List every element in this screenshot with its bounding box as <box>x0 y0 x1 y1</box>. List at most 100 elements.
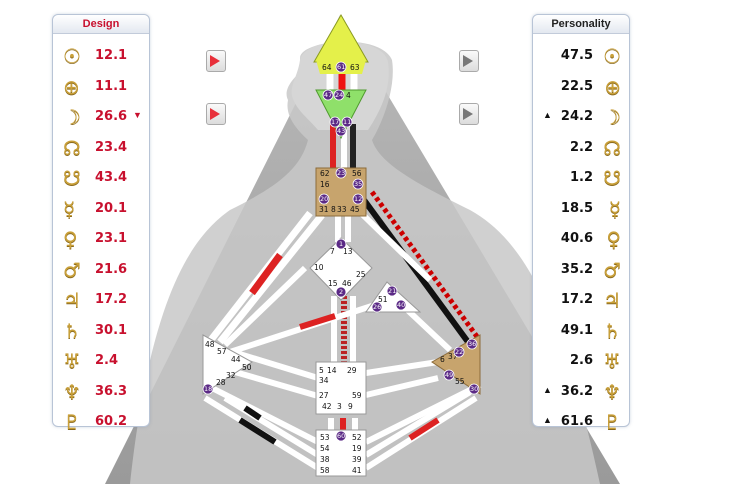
sun-icon: ☉ <box>63 44 81 68</box>
planet-row[interactable]: ♂35.2 <box>533 256 629 284</box>
triangle-up-icon: ▲ <box>543 384 552 395</box>
svg-text:38: 38 <box>320 455 330 464</box>
south-node-icon: ☋ <box>63 166 81 190</box>
planet-value: 22.5 <box>560 78 593 94</box>
north-node-icon: ☊ <box>603 135 621 160</box>
uranus-icon: ♅ <box>603 349 621 373</box>
design-panel: Design ☉ 12.1 ⊕11.1☽26.6▼ ☊23.4 ☋ 43.4 ☿20.1 ♀ 2… <box>52 14 150 434</box>
planet-row[interactable]: ☿20.1 <box>53 195 149 223</box>
sacral-center[interactable] <box>315 361 367 415</box>
svg-text:57: 57 <box>217 347 227 356</box>
svg-text:18: 18 <box>204 385 212 393</box>
planet-row[interactable]: ⊕ 22.5 <box>533 73 629 101</box>
saturn-icon: ♄ <box>603 318 621 343</box>
planet-row[interactable]: ♀40.6 <box>533 225 629 253</box>
planet-row[interactable]: ☋1.2 <box>533 164 629 192</box>
personality-panel: Personality ☉47.5 ⊕ 22.5 ☽24.2▲ ☊2.2☋1.2 ☿ 18.… <box>532 14 630 434</box>
planet-row[interactable]: ♃ 17.2 <box>53 286 149 314</box>
planet-row[interactable]: ♃ 17.2 <box>533 286 629 314</box>
svg-text:55: 55 <box>455 377 465 386</box>
planet-row[interactable]: ☉ 12.1 <box>53 42 149 70</box>
north-node-icon: ☊ <box>63 135 81 160</box>
personality-arrow-button-1[interactable] <box>459 50 479 72</box>
svg-text:52: 52 <box>352 433 362 442</box>
planet-row[interactable]: ♆36.3 <box>53 378 149 406</box>
planet-row[interactable]: ♅2.4 <box>53 347 149 375</box>
jupiter-icon: ♃ <box>603 288 621 312</box>
mars-icon: ♂ <box>603 257 621 282</box>
svg-text:8: 8 <box>331 205 336 214</box>
spleen-center[interactable] <box>202 334 253 395</box>
svg-text:19: 19 <box>352 444 362 453</box>
jupiter-icon: ♃ <box>63 288 81 312</box>
planet-row[interactable]: ♄30.1 <box>53 317 149 345</box>
svg-text:61: 61 <box>337 63 345 71</box>
planet-value: 23.1 <box>95 231 128 246</box>
svg-text:53: 53 <box>320 433 330 442</box>
planet-row[interactable]: ☊2.2 <box>533 134 629 162</box>
planet-value: 60.2 <box>95 414 128 429</box>
svg-text:42: 42 <box>322 402 332 411</box>
svg-text:43: 43 <box>337 127 345 135</box>
svg-text:44: 44 <box>231 355 241 364</box>
planet-value: 49.1 <box>560 322 593 338</box>
personality-title: Personality <box>533 15 629 34</box>
planet-row[interactable]: ♂21.6 <box>53 256 149 284</box>
planet-row[interactable]: ♇60.2 <box>53 408 149 436</box>
svg-text:58: 58 <box>320 466 330 475</box>
planet-row[interactable]: ☽26.6▼ <box>53 103 149 131</box>
active-gates: 61 47 24 17 11 43 23 35 20 12 1 2 21 26 … <box>202 61 480 442</box>
planet-value: 17.2 <box>95 292 128 307</box>
channels <box>203 70 482 471</box>
svg-text:39: 39 <box>352 455 362 464</box>
svg-text:35: 35 <box>354 180 362 188</box>
planet-value: 12.1 <box>95 48 128 63</box>
planet-row[interactable]: ⊕11.1 <box>53 73 149 101</box>
svg-text:60: 60 <box>337 432 345 440</box>
uranus-icon: ♅ <box>63 349 81 373</box>
svg-text:29: 29 <box>347 366 357 375</box>
planet-row[interactable]: ☿ 18.5 <box>533 195 629 223</box>
triangle-down-icon: ▼ <box>133 110 142 120</box>
planet-row[interactable]: ♇61.6▲ <box>533 408 629 436</box>
planet-value: 21.6 <box>95 261 128 277</box>
mercury-icon: ☿ <box>608 196 621 221</box>
planet-row[interactable]: ♄ 49.1 <box>533 317 629 345</box>
planet-value: 43.4 <box>95 170 128 185</box>
svg-text:23: 23 <box>337 169 345 177</box>
planet-value: 61.6 <box>560 414 593 429</box>
personality-arrow-button-2[interactable] <box>459 103 479 125</box>
arrow-right-icon <box>210 55 220 67</box>
planet-value: 36.2 <box>560 383 593 399</box>
venus-icon: ♀ <box>606 227 621 251</box>
svg-text:3: 3 <box>337 402 342 411</box>
svg-text:26: 26 <box>373 303 381 311</box>
planet-row[interactable]: ♀ 23.1 <box>53 225 149 253</box>
planet-value: 36.3 <box>95 383 128 399</box>
planet-row[interactable]: ♅ 2.6 <box>533 347 629 375</box>
planet-row[interactable]: ☽24.2▲ <box>533 103 629 131</box>
moon-icon: ☽ <box>63 105 81 129</box>
design-arrow-button-1[interactable] <box>206 50 226 72</box>
pluto-icon: ♇ <box>603 410 621 434</box>
svg-text:9: 9 <box>348 402 353 411</box>
planet-row[interactable]: ☉47.5 <box>533 42 629 70</box>
svg-text:37: 37 <box>448 352 458 361</box>
planet-row[interactable]: ☊23.4 <box>53 134 149 162</box>
earth-icon: ⊕ <box>604 74 621 99</box>
design-arrow-button-2[interactable] <box>206 103 226 125</box>
planet-value: 17.2 <box>560 292 593 307</box>
svg-text:22: 22 <box>455 348 463 356</box>
svg-text:31: 31 <box>319 205 329 214</box>
design-title: Design <box>53 15 149 34</box>
svg-text:5: 5 <box>319 366 324 375</box>
planet-row[interactable]: ♆36.2▲ <box>533 378 629 406</box>
venus-icon: ♀ <box>63 227 78 251</box>
svg-text:15: 15 <box>328 279 338 288</box>
planet-row[interactable]: ☋ 43.4 <box>53 164 149 192</box>
planet-value: 2.6 <box>569 353 593 368</box>
arrow-right-icon <box>463 55 473 67</box>
g-center[interactable] <box>309 237 373 301</box>
planet-value: 18.5 <box>560 200 593 216</box>
planet-value: 30.1 <box>95 322 128 338</box>
